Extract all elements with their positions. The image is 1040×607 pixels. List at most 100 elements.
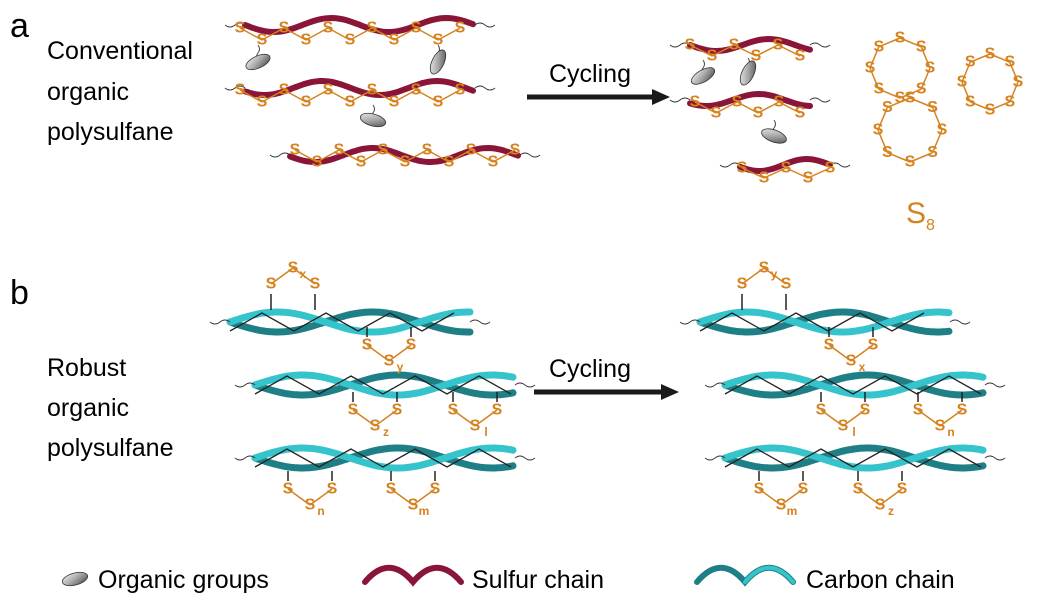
b-left-loop-m-bond <box>412 488 436 506</box>
s8-ring-2-atom: S <box>1004 93 1015 110</box>
panel-a-letter: a <box>10 7 29 45</box>
panel-a-arrow-label: Cycling <box>549 60 631 88</box>
a-right-sulfur-chain-1 <box>687 35 813 55</box>
b-left-loop-m-atom: S <box>408 497 419 514</box>
chain-ribbons <box>209 14 1006 472</box>
b-right-carbon-chain-3-backbone <box>724 448 982 468</box>
b-right-loop-y-atom: S <box>781 276 792 293</box>
b-right-carbon-chain-3-tail-right <box>984 455 1006 461</box>
a-left-s-chain-2-bond <box>305 89 329 103</box>
a-left-s-chain-2-atom: S <box>323 82 334 99</box>
a-left-s-chain-1-bond <box>327 27 351 41</box>
s8-ring-3-bond <box>877 129 889 153</box>
s8-ring-3-atom: S <box>927 99 938 116</box>
b-left-loop-z-atom: S <box>370 418 381 435</box>
s8-ring-3-atom: S <box>927 144 938 161</box>
b-right-carbon-chain-1-strand-2 <box>696 308 953 336</box>
a-right-s-chain-2-atom: S <box>753 105 764 122</box>
a-left-sulfur-chain-1-tail-right <box>474 22 496 28</box>
legend-organic-group-icon <box>61 571 89 587</box>
s8-ring-3-atom: S <box>905 154 916 171</box>
b-right-loop-m-atom: S <box>798 481 809 498</box>
s8-ring-2-atom: S <box>1013 74 1024 91</box>
sulfur-atoms: SSSSSSSSSSSSSSSSSSSSSSSSSSSSSSSSSSSSSSSS… <box>235 20 1024 519</box>
s8-ring-3-atom: S <box>905 90 916 107</box>
b-left-loop-l-atom: S <box>448 402 459 419</box>
a-left-s-chain-2-bond <box>349 89 373 103</box>
s8-ring-3-bond <box>909 151 933 163</box>
s8-ring-2-bond <box>969 53 991 63</box>
b-left-carbon-chain-2-backbone <box>254 375 512 395</box>
a-right-s-chain-2-atom: S <box>774 94 785 111</box>
a-left-s-chain-1-atom: S <box>323 20 334 37</box>
a-left-sulfur-chain-3-tail-right <box>519 152 541 158</box>
b-right-loop-n-atom: S <box>957 402 968 419</box>
b-left-loop-l-subscript: l <box>484 425 487 439</box>
s8-ring-3-bond <box>909 97 933 109</box>
b-right-loop-x-atom: S <box>824 337 835 354</box>
a-left-s-chain-1-atom: S <box>235 20 246 37</box>
panel-b-cycling-arrow <box>534 384 679 400</box>
b-left-loop-x-bond <box>270 267 294 285</box>
a-left-s-chain-3-atom: S <box>356 154 367 171</box>
a-left-s-chain-1-atom: S <box>433 32 444 49</box>
b-right-carbon-chain-1-tail-left <box>679 319 701 325</box>
b-left-carbon-chain-2-tail-left <box>234 382 256 388</box>
a-left-organic-group-1 <box>245 53 271 71</box>
b-left-loop-y-bond <box>388 344 412 362</box>
a-right-s-chain-3-atom: S <box>737 160 748 177</box>
a-right-s-chain-3-atom: S <box>759 170 770 187</box>
b-left-carbon-chain-3-strand-1 <box>251 444 517 472</box>
a-right-s-chain-2-bond <box>715 101 738 114</box>
a-left-s-chain-3-atom: S <box>312 154 323 171</box>
b-right-loop-z-bond <box>879 488 903 506</box>
panel-b-label: Robust organic polysulfane <box>47 354 173 462</box>
s8-ring-2-atom: S <box>985 46 996 63</box>
s8-ring-1-bond <box>920 46 931 69</box>
a-left-s-chain-3-atom: S <box>488 154 499 171</box>
a-left-s-chain-2-atom: S <box>257 94 268 111</box>
b-right-loop-x-atom: S <box>868 337 879 354</box>
b-left-loop-n-atom: S <box>283 481 294 498</box>
b-left-loop-l-bond <box>474 409 498 427</box>
a-right-s-chain-1-bond <box>689 44 713 57</box>
a-left-s-chain-1-atom: S <box>257 32 268 49</box>
b-right-carbon-chain-2-tail-left <box>704 382 726 388</box>
b-right-loop-z-bond <box>857 488 881 506</box>
s8-ring-1-bond <box>899 37 922 48</box>
a-right-sulfur-chain-2 <box>687 90 813 109</box>
s8-ring-2-bond <box>961 81 971 103</box>
a-left-sulfur-chain-1-tail-left <box>224 22 246 28</box>
s8-ring-1-atom: S <box>916 81 927 98</box>
a-left-s-chain-1-bond <box>305 27 329 41</box>
b-right-carbon-chain-3-strand-1 <box>721 444 987 472</box>
a-right-s-chain-2-bond <box>736 101 759 114</box>
a-left-s-chain-1-atom: S <box>455 20 466 37</box>
a-left-s-chain-2-bond <box>327 89 351 103</box>
a-right-s-chain-3-atom: S <box>781 160 792 177</box>
a-left-s-chain-2-atom: S <box>367 82 378 99</box>
a-left-s-chain-2-bond <box>239 89 263 103</box>
a-left-s-chain-1-bond <box>371 27 395 41</box>
b-left-loop-z-bond <box>374 409 398 427</box>
a-right-s-chain-3-bond <box>807 167 831 179</box>
a-left-s-chain-3-bond <box>382 149 406 163</box>
b-right-loop-l-subscript: l <box>852 425 855 439</box>
b-left-loop-m-bond <box>390 488 414 506</box>
a-right-sulfur-chain-3-tail-left <box>719 162 741 168</box>
s8-ring-2-atom: S <box>957 74 968 91</box>
a-left-sulfur-chain-1 <box>242 14 476 36</box>
b-right-loop-z-atom: S <box>853 481 864 498</box>
a-right-s-chain-1-atom: S <box>751 48 762 65</box>
a-left-s-chain-3-bond <box>426 149 450 163</box>
s8-ring-2-bond <box>1009 61 1019 83</box>
panel-a-label-line-2: organic <box>47 78 129 106</box>
s8-ring-1-atom: S <box>925 60 936 77</box>
b-right-carbon-chain-2-strand-1 <box>721 371 987 399</box>
a-right-s-chain-2-bond <box>694 101 717 114</box>
s8-ring-3-atom: S <box>873 122 884 139</box>
s8-ring-3-bond <box>931 129 943 153</box>
b-right-loop-m-bond <box>780 488 804 506</box>
s8-ring-1-atom: S <box>895 30 906 47</box>
